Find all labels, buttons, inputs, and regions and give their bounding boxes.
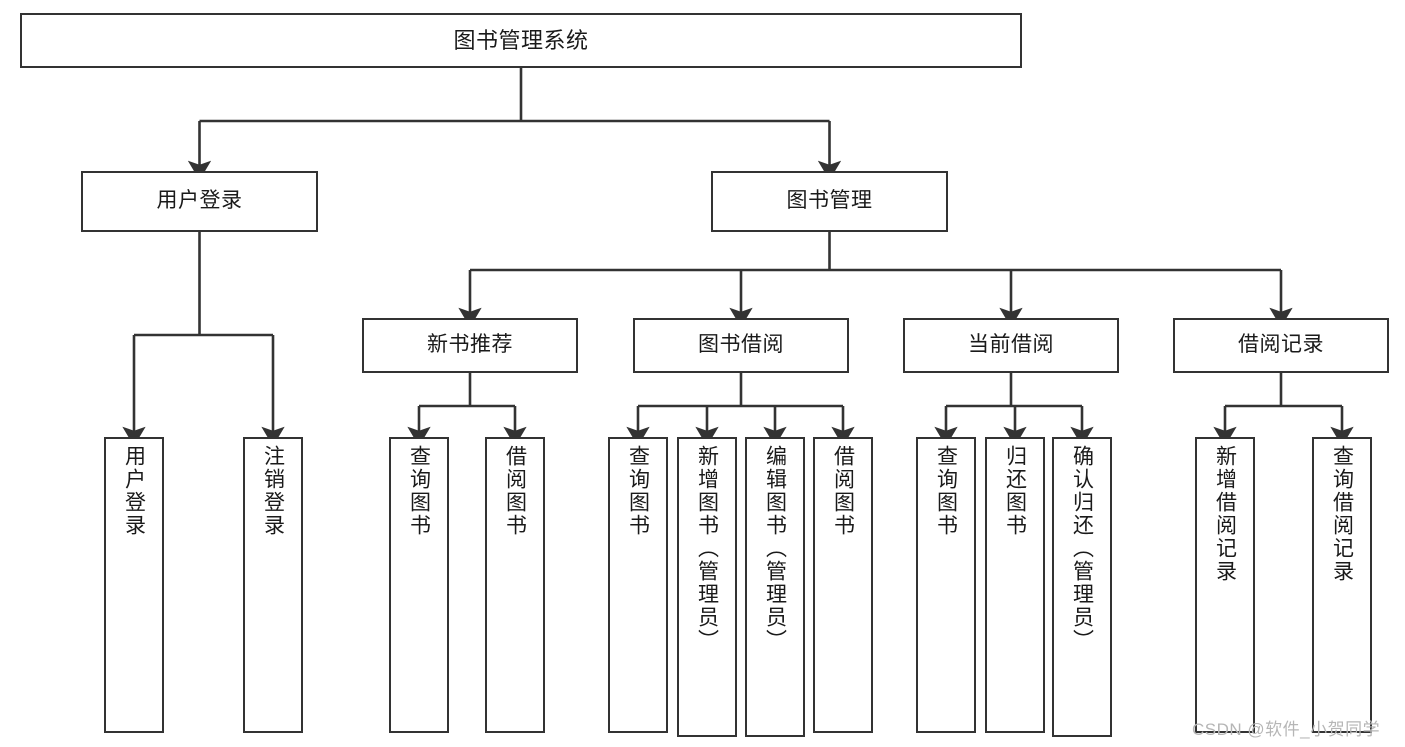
node-label: 查询借阅记录 — [1330, 445, 1354, 583]
node-records[interactable]: 借阅记录 — [1173, 318, 1389, 373]
node-leaf-login-2[interactable]: 注销登录 — [243, 437, 303, 733]
node-leaf-new-2[interactable]: 借阅图书 — [485, 437, 545, 733]
node-label: 用户登录 — [122, 445, 146, 537]
node-leaf-borrow-1[interactable]: 查询图书 — [608, 437, 668, 733]
node-login[interactable]: 用户登录 — [81, 171, 318, 232]
node-current[interactable]: 当前借阅 — [903, 318, 1119, 373]
node-label: 查询图书 — [407, 445, 431, 537]
node-leaf-login-1[interactable]: 用户登录 — [104, 437, 164, 733]
node-label: 归还图书 — [1003, 445, 1027, 537]
node-label: 借阅图书 — [831, 445, 855, 537]
node-label: 图书借阅 — [698, 333, 784, 357]
node-leaf-cur-2[interactable]: 归还图书 — [985, 437, 1045, 733]
node-label: 查询图书 — [626, 445, 650, 537]
node-leaf-borrow-3[interactable]: 编辑图书（管理员） — [745, 437, 805, 737]
node-label: 当前借阅 — [968, 333, 1054, 357]
node-leaf-borrow-4[interactable]: 借阅图书 — [813, 437, 873, 733]
node-borrow[interactable]: 图书借阅 — [633, 318, 849, 373]
node-leaf-cur-1[interactable]: 查询图书 — [916, 437, 976, 733]
node-label: 借阅记录 — [1238, 333, 1324, 357]
node-leaf-rec-1[interactable]: 新增借阅记录 — [1195, 437, 1255, 733]
node-leaf-rec-2[interactable]: 查询借阅记录 — [1312, 437, 1372, 733]
node-label: 图书管理 — [786, 189, 873, 213]
node-label: 编辑图书（管理员） — [763, 445, 787, 652]
node-newbooks[interactable]: 新书推荐 — [362, 318, 578, 373]
node-leaf-new-1[interactable]: 查询图书 — [389, 437, 449, 733]
node-label: 查询图书 — [934, 445, 958, 537]
node-leaf-cur-3[interactable]: 确认归还（管理员） — [1052, 437, 1112, 737]
node-label: 借阅图书 — [503, 445, 527, 537]
node-label: 用户登录 — [156, 189, 243, 213]
node-label: 新增图书（管理员） — [695, 445, 719, 652]
node-label: 图书管理系统 — [453, 27, 589, 53]
node-label: 新增借阅记录 — [1213, 445, 1237, 583]
node-label: 确认归还（管理员） — [1070, 445, 1094, 652]
node-root[interactable]: 图书管理系统 — [20, 13, 1022, 68]
node-leaf-borrow-2[interactable]: 新增图书（管理员） — [677, 437, 737, 737]
node-label: 新书推荐 — [427, 333, 513, 357]
node-bookmgmt[interactable]: 图书管理 — [711, 171, 948, 232]
node-label: 注销登录 — [261, 445, 285, 537]
